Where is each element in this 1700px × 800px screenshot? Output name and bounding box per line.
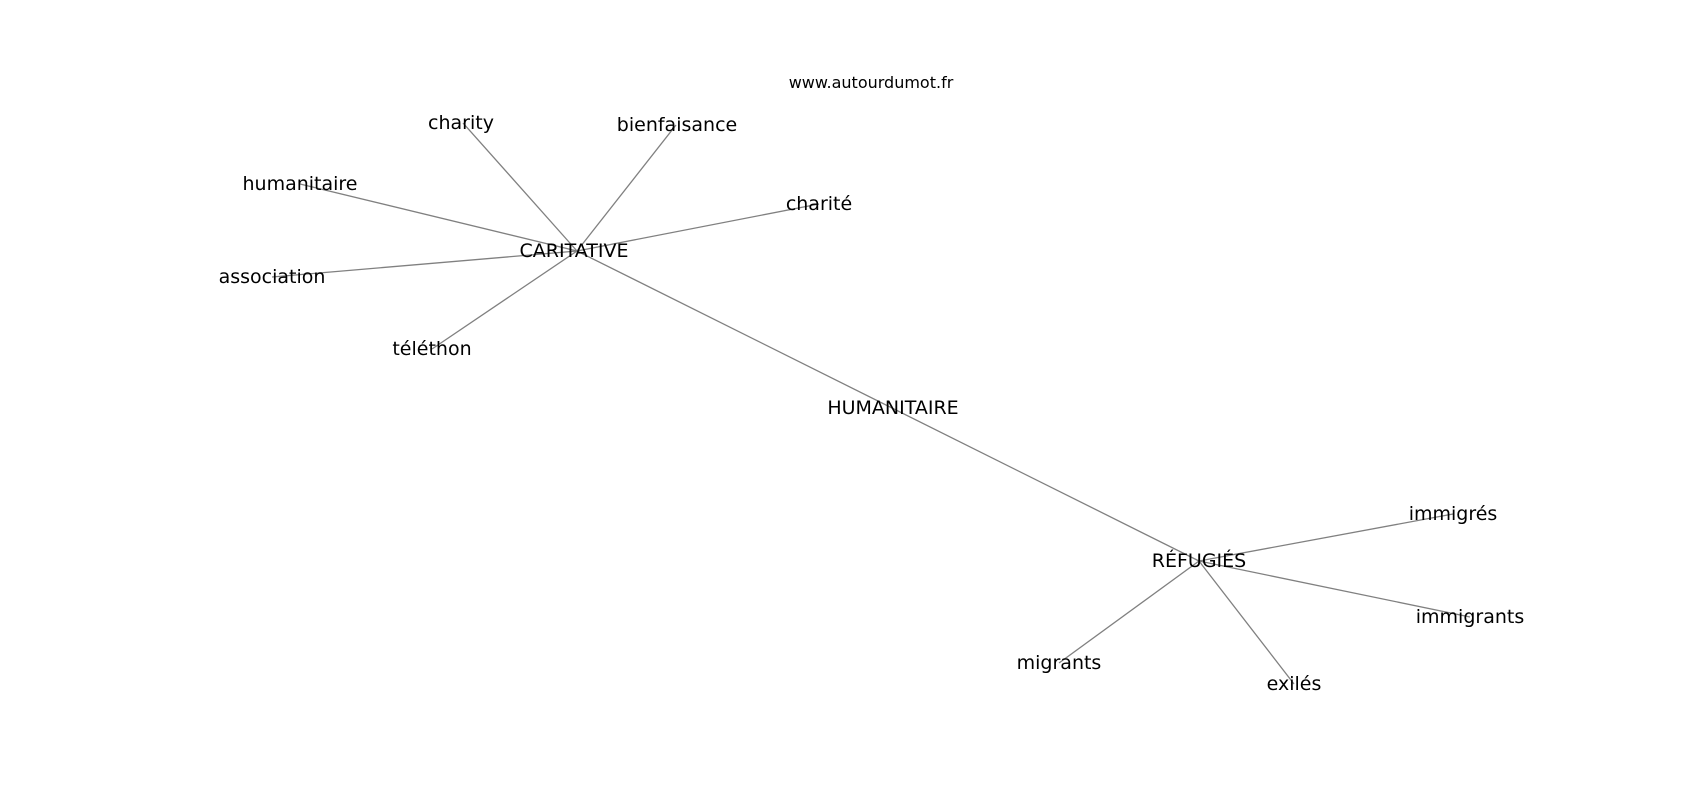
edge-caritative-refugies: [576, 250, 1200, 562]
node-label-immigres[interactable]: immigrés: [1409, 503, 1498, 525]
graph-edges: [271, 122, 1471, 685]
edge-caritative-humanitaire: [299, 183, 578, 252]
node-label-association[interactable]: association: [219, 266, 326, 288]
node-label-charity[interactable]: charity: [428, 112, 494, 134]
node-label-refugies[interactable]: RÉFUGIÉS: [1152, 549, 1246, 572]
edge-refugies-immigrants: [1198, 560, 1471, 618]
edge-caritative-charite: [576, 203, 820, 252]
edge-caritative-bienfaisance: [576, 124, 677, 252]
edge-caritative-telethon: [431, 250, 578, 350]
node-label-migrants[interactable]: migrants: [1017, 652, 1102, 674]
node-label-exiles[interactable]: exilés: [1267, 673, 1322, 695]
source-label: www.autourdumot.fr: [789, 73, 954, 92]
node-label-bienfaisance[interactable]: bienfaisance: [617, 114, 737, 136]
edge-caritative-association: [271, 250, 578, 278]
node-label-immigrants[interactable]: immigrants: [1416, 606, 1524, 628]
node-label-humanitaire[interactable]: humanitaire: [242, 173, 357, 195]
edge-refugies-migrants: [1058, 560, 1200, 664]
node-label-telethon[interactable]: téléthon: [392, 338, 471, 360]
node-label-charite[interactable]: charité: [786, 193, 852, 215]
node-label-humanitaire_center[interactable]: HUMANITAIRE: [827, 397, 958, 419]
edge-caritative-charity: [462, 122, 578, 252]
graph-nodes: HUMANITAIRE CARITATIVE RÉFUGIÉS charity bien…: [219, 112, 1525, 695]
node-label-caritative[interactable]: CARITATIVE: [520, 240, 629, 262]
edge-refugies-exiles: [1198, 560, 1295, 685]
edge-refugies-immigres: [1198, 513, 1454, 562]
